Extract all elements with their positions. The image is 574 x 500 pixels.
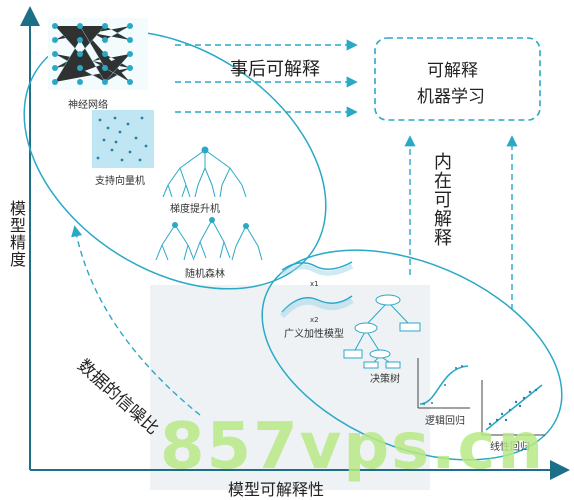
snr-curved-arrow — [71, 225, 201, 416]
neural-network-label: 神经网络 — [68, 100, 108, 111]
random-forest-image — [155, 217, 263, 261]
complex-models-ellipse — [23, 30, 327, 290]
linear-regression-label: 线性回归 — [490, 442, 530, 453]
gbm-image — [162, 146, 247, 198]
gam-label: 广义加性模型 — [284, 329, 344, 340]
intrinsic-label: 内在可解释 — [431, 152, 452, 247]
background-panel — [150, 285, 430, 490]
y-axis-label: 模型精度 — [7, 200, 26, 268]
logistic-regression-label: 逻辑回归 — [425, 416, 465, 427]
random-forest-label: 随机森林 — [185, 269, 225, 280]
linear-regression-image — [481, 380, 545, 436]
x-axis-label: 模型可解释性 — [228, 480, 325, 499]
gam-x2-label: x2 — [310, 316, 319, 324]
decision-tree-image — [343, 294, 421, 369]
gam-x2-plot — [279, 295, 354, 319]
neural-network-image — [48, 18, 148, 90]
gam-x1-plot — [280, 261, 354, 277]
gbm-label: 梯度提升机 — [170, 204, 220, 215]
watermark: 857vps.cn — [160, 410, 546, 484]
svm-label: 支持向量机 — [95, 176, 145, 187]
svm-image — [92, 110, 154, 168]
interpretable-models-ellipse — [261, 249, 563, 461]
target-box-line1: 可解释 — [427, 61, 478, 81]
decision-tree-label: 决策树 — [370, 374, 400, 385]
target-box-line2: 机器学习 — [417, 87, 485, 107]
post-hoc-label: 事后可解释 — [230, 59, 320, 80]
logistic-regression-image — [417, 358, 470, 409]
gam-x1-label: x1 — [310, 280, 319, 288]
interpretable-ml-box — [374, 37, 541, 121]
